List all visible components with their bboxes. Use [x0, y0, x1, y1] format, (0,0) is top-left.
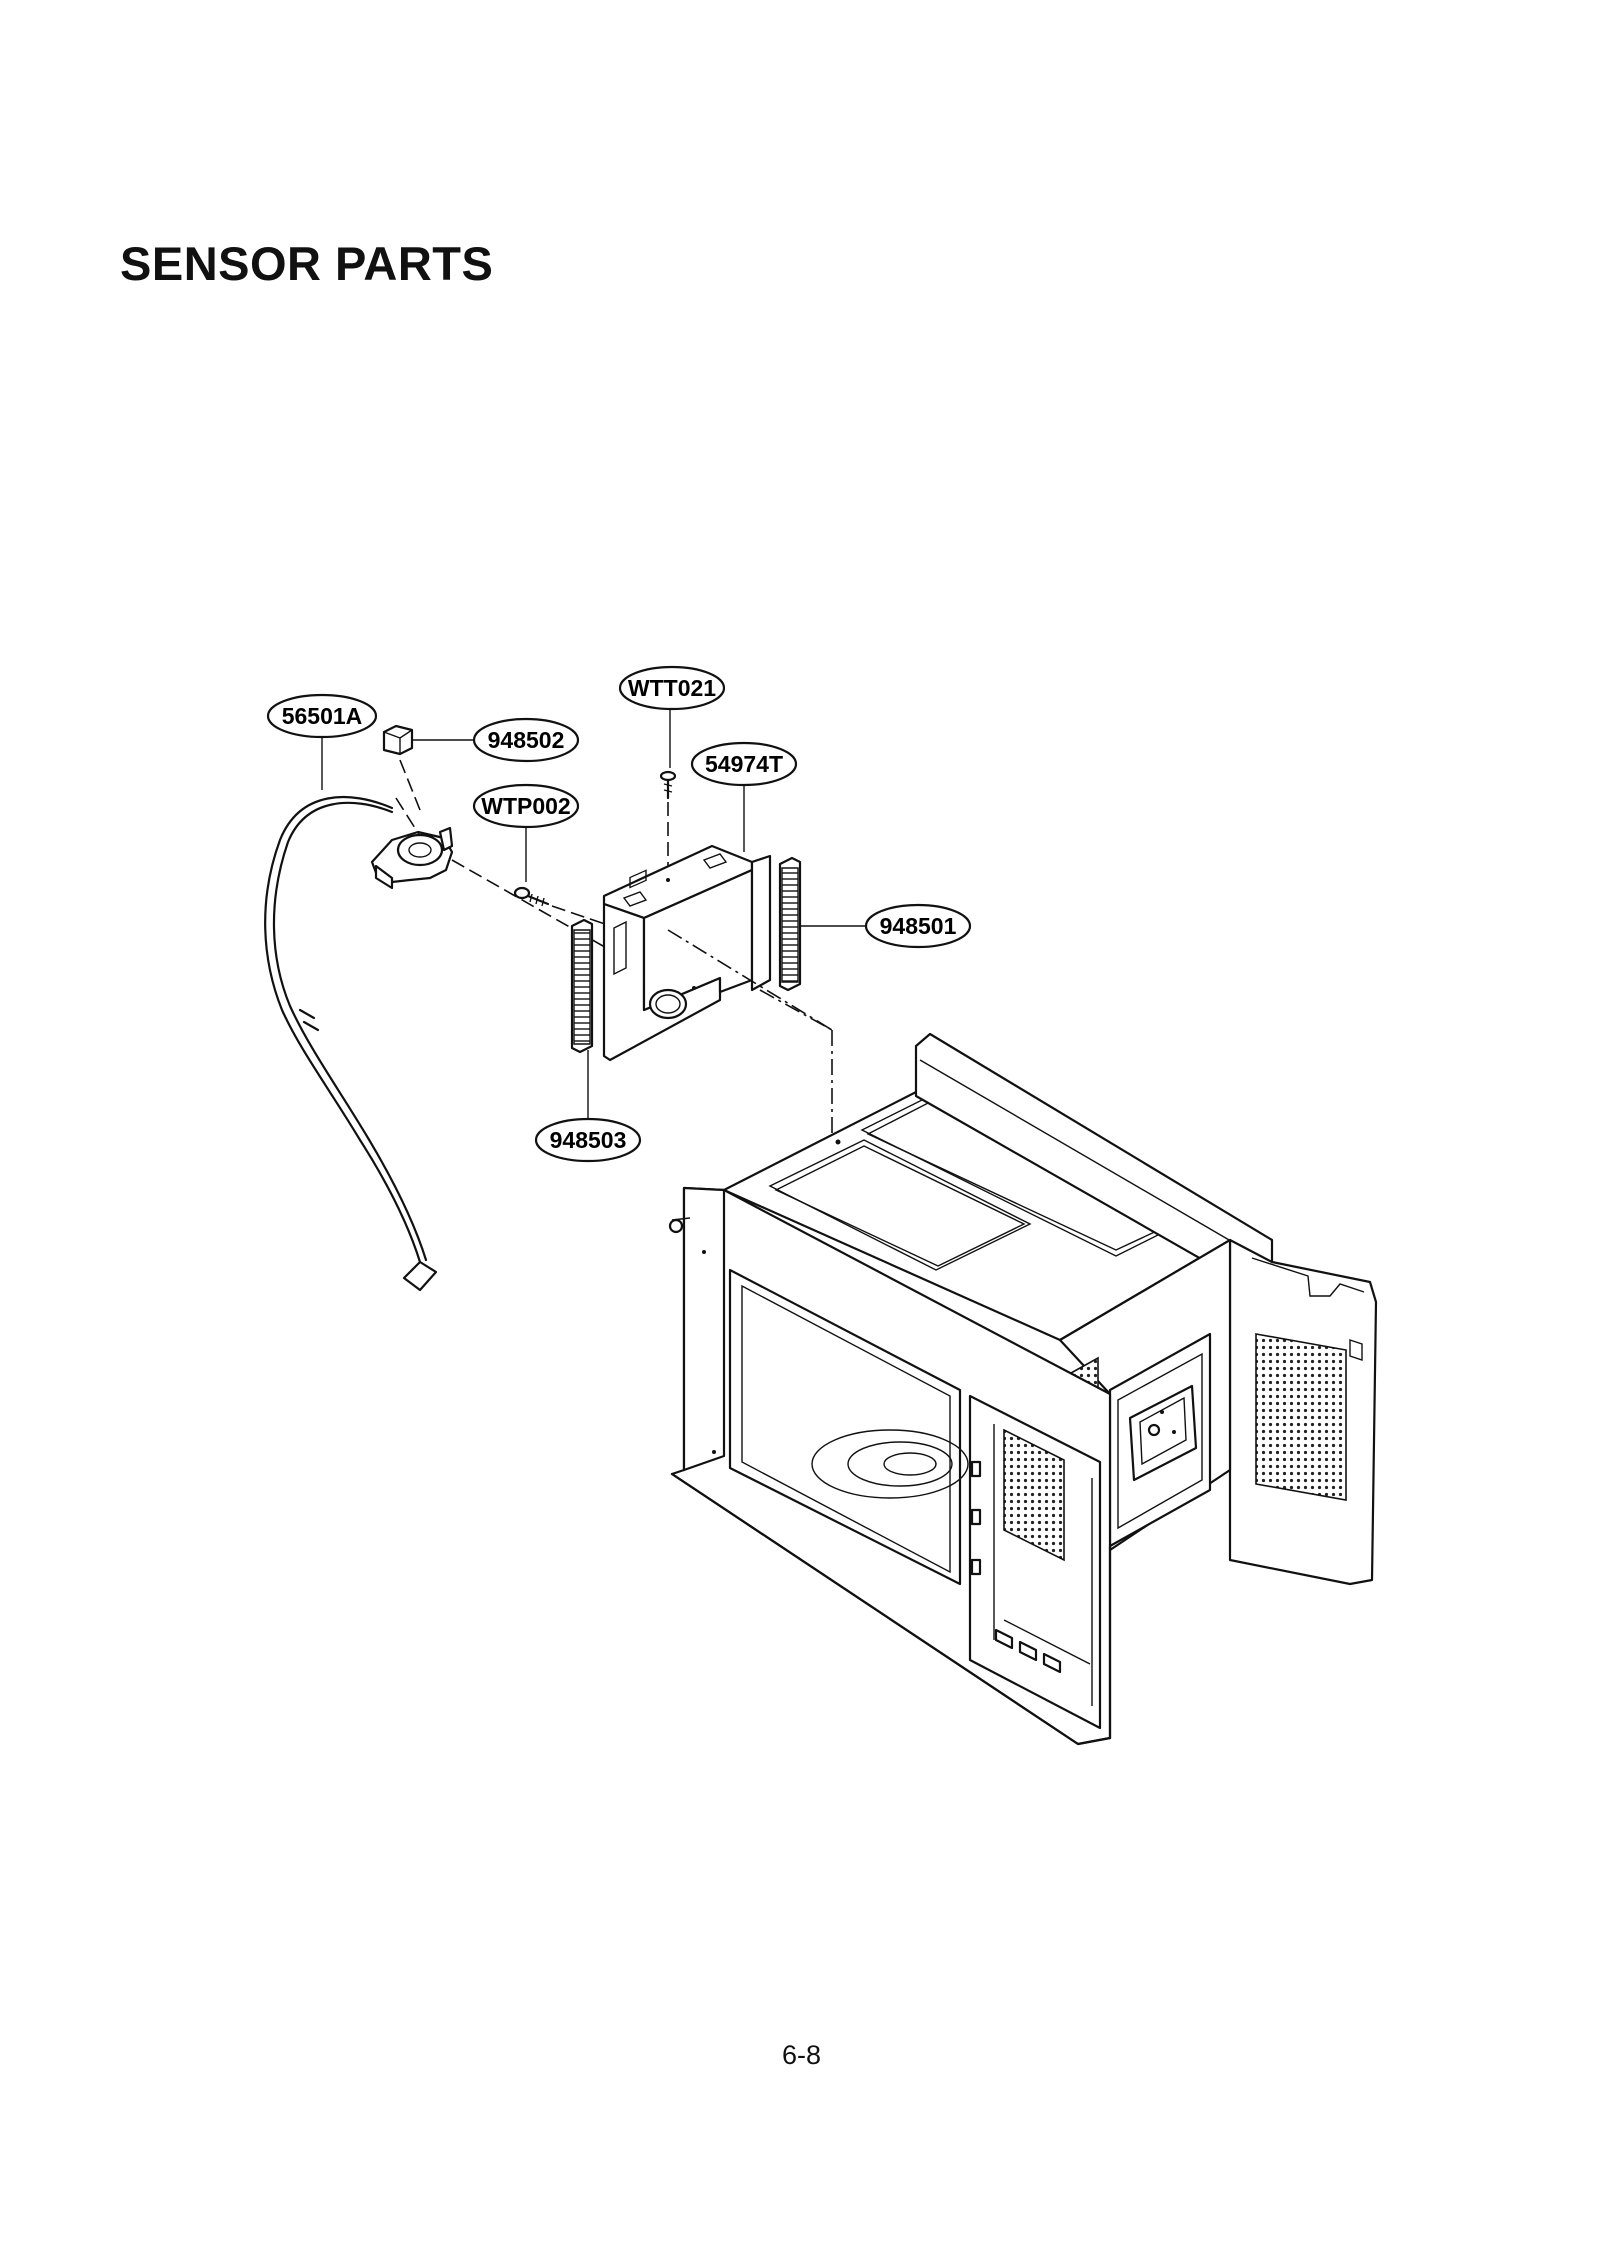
- callout-label: 56501A: [282, 703, 363, 729]
- callout-948503: 948503: [534, 1050, 642, 1163]
- gasket-strip-948501: [778, 856, 802, 992]
- callout-wtt021: WTT021: [618, 665, 726, 768]
- callout-label: 948503: [550, 1127, 627, 1153]
- callout-56501a: 56501A: [266, 693, 378, 790]
- connector-block-948502: [382, 724, 421, 811]
- screw-wtt021: [659, 770, 677, 876]
- callout-wtp002: WTP002: [472, 783, 580, 882]
- gasket-strip-948503: [570, 918, 594, 1054]
- callout-label: 54974T: [705, 751, 783, 777]
- callout-label: 948501: [880, 913, 957, 939]
- sensor-body: [370, 826, 454, 890]
- callout-label: WTP002: [481, 793, 570, 819]
- callout-948501: 948501: [800, 903, 972, 949]
- sensor-wire-harness: [264, 795, 438, 1292]
- page-title: SENSOR PARTS: [120, 237, 494, 290]
- callout-54974t: 54974T: [690, 741, 798, 852]
- callout-label: 948502: [488, 727, 565, 753]
- humidity-sensor-assembly: [264, 795, 454, 1292]
- callout-948502: 948502: [412, 717, 580, 763]
- callout-label: WTT021: [628, 675, 716, 701]
- oven-cavity-assembly: [668, 1032, 1378, 1746]
- page-number: 6-8: [782, 2040, 822, 2070]
- sensor-bracket-54974t: [602, 844, 772, 1062]
- screw-wtp002: [513, 886, 550, 907]
